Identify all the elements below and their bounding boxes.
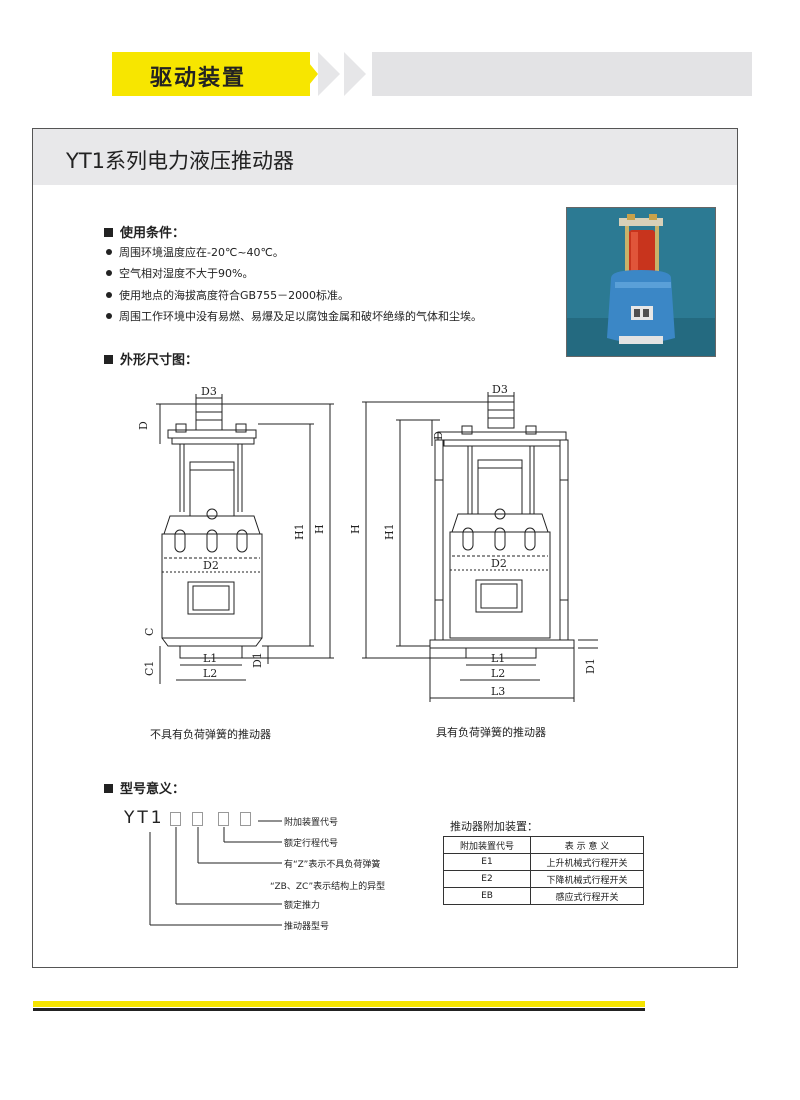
table-cell: E2 (443, 870, 531, 888)
bullet-icon (106, 249, 112, 255)
footer-black-stripe (33, 1008, 645, 1011)
title-bar (33, 129, 737, 185)
dimensions-heading-text: 外形尺寸图： (120, 353, 199, 368)
model-heading-text: 型号意义： (120, 782, 186, 797)
label-h1: H1 (293, 523, 306, 540)
condition-text: 使用地点的海拔高度符合GB755－2000标准。 (119, 289, 350, 302)
model-label: 附加装置代号 (284, 818, 339, 828)
bullet-icon (106, 313, 112, 319)
label-l1-right: L1 (491, 652, 505, 665)
label-l3: L3 (491, 685, 505, 698)
label-l2: L2 (203, 667, 217, 680)
model-heading: 型号意义： (104, 778, 185, 797)
table-header-row: 附加装置代号 表 示 意 义 (443, 836, 644, 854)
thruster-drawing-with-spring (362, 392, 598, 702)
thruster-drawing-without-spring (156, 394, 334, 684)
model-prefix: YT1 (124, 808, 165, 828)
conditions-heading-text: 使用条件： (120, 226, 186, 241)
code-placeholder-box (240, 812, 251, 826)
label-c1: C1 (143, 661, 156, 676)
label-d2-right: D2 (491, 557, 507, 570)
caption-without-spring: 不具有负荷弹簧的推动器 (150, 728, 271, 741)
label-c: C (143, 628, 156, 636)
condition-item: 周围工作环境中没有易燃、易爆及足以腐蚀金属和破坏绝缘的气体和尘埃。 (106, 308, 482, 324)
square-bullet-icon (104, 228, 113, 237)
label-d3-right: D3 (492, 383, 508, 396)
category-banner (112, 52, 310, 96)
model-code-leaders (149, 820, 282, 926)
chevron-decoration (318, 52, 340, 96)
table-row: E2 下降机械式行程开关 (443, 870, 644, 888)
model-label: 有“Z”表示不具负荷弹簧 (284, 860, 381, 870)
thruster-photo-illustration (567, 208, 715, 356)
code-placeholder-box (170, 812, 181, 826)
label-l1: L1 (203, 652, 217, 665)
model-label: 额定推力 (284, 901, 321, 911)
footer-yellow-stripe (33, 1001, 645, 1007)
condition-text: 空气相对湿度不大于90%。 (119, 267, 254, 280)
label-d1: D1 (251, 652, 264, 668)
label-l2-right: L2 (491, 667, 505, 680)
caption-with-spring: 具有负荷弹簧的推动器 (436, 726, 546, 739)
table-cell: 感应式行程开关 (530, 887, 644, 905)
accessory-table: 附加装置代号 表 示 意 义 E1 上升机械式行程开关 E2 下降机械式行程开关… (443, 836, 644, 905)
condition-item: 空气相对湿度不大于90%。 (106, 265, 253, 281)
condition-item: 周围环境温度应在-20℃~40℃。 (106, 244, 284, 260)
label-h1-right: H1 (383, 523, 396, 540)
category-title: 驱动装置 (150, 66, 247, 91)
accessory-table-title: 推动器附加装置： (450, 820, 538, 833)
table-cell: 上升机械式行程开关 (530, 853, 644, 871)
code-placeholder-box (218, 812, 229, 826)
table-cell: 下降机械式行程开关 (530, 870, 644, 888)
table-row: E1 上升机械式行程开关 (443, 853, 644, 871)
chevron-decoration (344, 52, 366, 96)
model-label: “ZB、ZC”表示结构上的异型 (270, 882, 386, 892)
condition-text: 周围工作环境中没有易燃、易爆及足以腐蚀金属和破坏绝缘的气体和尘埃。 (119, 310, 482, 323)
label-d-right: D (432, 431, 445, 440)
label-d3: D3 (201, 385, 217, 398)
table-cell: E1 (443, 853, 531, 871)
banner-gray-bar (372, 52, 752, 96)
label-d1-right: D1 (584, 658, 597, 674)
label-d2: D2 (203, 559, 219, 572)
bullet-icon (106, 270, 112, 276)
table-row: EB 感应式行程开关 (443, 887, 644, 905)
condition-text: 周围环境温度应在-20℃~40℃。 (119, 246, 284, 259)
square-bullet-icon (104, 355, 113, 364)
condition-item: 使用地点的海拔高度符合GB755－2000标准。 (106, 287, 349, 303)
label-h-right: H (349, 524, 362, 534)
table-cell: EB (443, 887, 531, 905)
category-banner-tip (300, 52, 318, 96)
content-frame (32, 128, 738, 968)
page-title: YT1系列电力液压推动器 (66, 149, 295, 173)
conditions-heading: 使用条件： (104, 222, 185, 241)
model-label: 额定行程代号 (284, 839, 339, 849)
model-label: 推动器型号 (284, 922, 330, 932)
table-header-cell: 附加装置代号 (443, 836, 531, 854)
code-placeholder-box (192, 812, 203, 826)
label-h: H (313, 524, 326, 534)
dimensions-heading: 外形尺寸图： (104, 349, 198, 368)
square-bullet-icon (104, 784, 113, 793)
product-photo (566, 207, 716, 357)
label-d: D (137, 421, 150, 430)
table-header-cell: 表 示 意 义 (530, 836, 644, 854)
bullet-icon (106, 292, 112, 298)
